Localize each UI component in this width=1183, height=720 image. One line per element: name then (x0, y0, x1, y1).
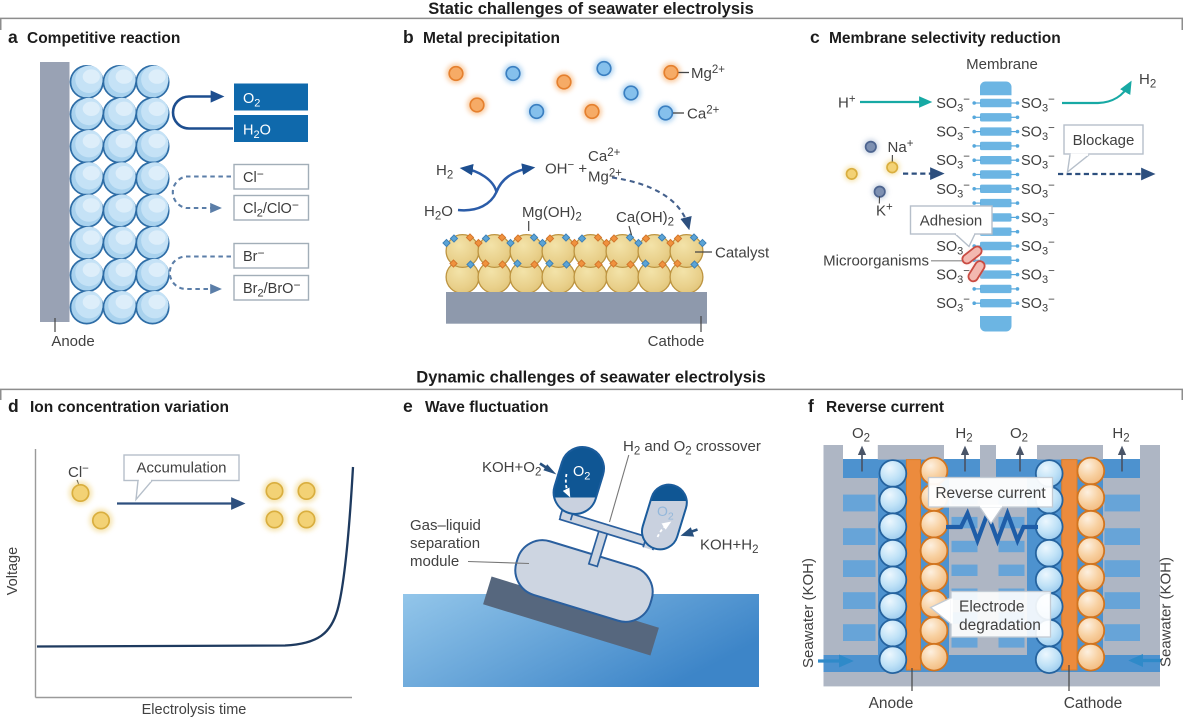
svg-text:OH− +: OH− + (545, 160, 587, 178)
svg-text:Ion concentration variation: Ion concentration variation (30, 399, 229, 416)
svg-text:Reverse current: Reverse current (935, 485, 1046, 502)
svg-text:Static challenges of seawater: Static challenges of seawater electrolys… (428, 0, 754, 18)
svg-text:b: b (403, 27, 414, 47)
svg-text:e: e (403, 396, 413, 416)
svg-text:Anode: Anode (51, 333, 94, 350)
svg-text:Competitive reaction: Competitive reaction (27, 30, 180, 47)
svg-text:f: f (808, 396, 814, 416)
svg-text:Seawater (KOH): Seawater (KOH) (800, 558, 817, 668)
svg-text:Electrode: Electrode (959, 599, 1024, 616)
svg-text:H2 and O2 crossover: H2 and O2 crossover (623, 438, 761, 458)
svg-text:H2O: H2O (424, 203, 453, 223)
svg-text:Adhesion: Adhesion (920, 213, 983, 230)
svg-text:Reverse current: Reverse current (826, 399, 944, 416)
svg-text:Cl2/ClO−: Cl2/ClO− (243, 198, 299, 220)
svg-text:separation: separation (410, 535, 480, 552)
svg-text:degradation: degradation (959, 617, 1041, 634)
svg-text:Mg(OH)2: Mg(OH)2 (522, 204, 582, 224)
svg-text:Catalyst: Catalyst (715, 245, 770, 262)
svg-text:Electrolysis time: Electrolysis time (142, 702, 247, 718)
svg-text:Microorganisms: Microorganisms (823, 253, 929, 270)
svg-text:H2O: H2O (243, 123, 271, 142)
svg-text:Cathode: Cathode (648, 333, 705, 350)
svg-text:d: d (8, 396, 19, 416)
svg-text:Membrane: Membrane (966, 56, 1038, 73)
svg-text:Blockage: Blockage (1073, 132, 1135, 149)
svg-text:Ca(OH)2: Ca(OH)2 (616, 209, 674, 229)
svg-text:Anode: Anode (869, 695, 914, 712)
svg-text:Cathode: Cathode (1064, 695, 1123, 712)
svg-text:KOH+H2: KOH+H2 (700, 537, 759, 557)
svg-text:Membrane selectivity reduction: Membrane selectivity reduction (829, 30, 1061, 47)
svg-text:Wave fluctuation: Wave fluctuation (425, 399, 548, 416)
svg-text:Voltage: Voltage (5, 547, 21, 595)
svg-text:Br2/BrO−: Br2/BrO− (243, 278, 300, 300)
svg-text:Accumulation: Accumulation (136, 460, 226, 477)
svg-text:Metal precipitation: Metal precipitation (423, 30, 560, 47)
svg-text:Gas–liquid: Gas–liquid (410, 517, 481, 534)
svg-text:Dynamic challenges of seawater: Dynamic challenges of seawater electroly… (416, 369, 765, 387)
svg-text:a: a (8, 27, 18, 47)
svg-text:KOH+O2: KOH+O2 (482, 459, 541, 479)
svg-text:module: module (410, 553, 459, 570)
svg-text:c: c (810, 27, 820, 47)
svg-text:Seawater (KOH): Seawater (KOH) (1158, 557, 1175, 667)
